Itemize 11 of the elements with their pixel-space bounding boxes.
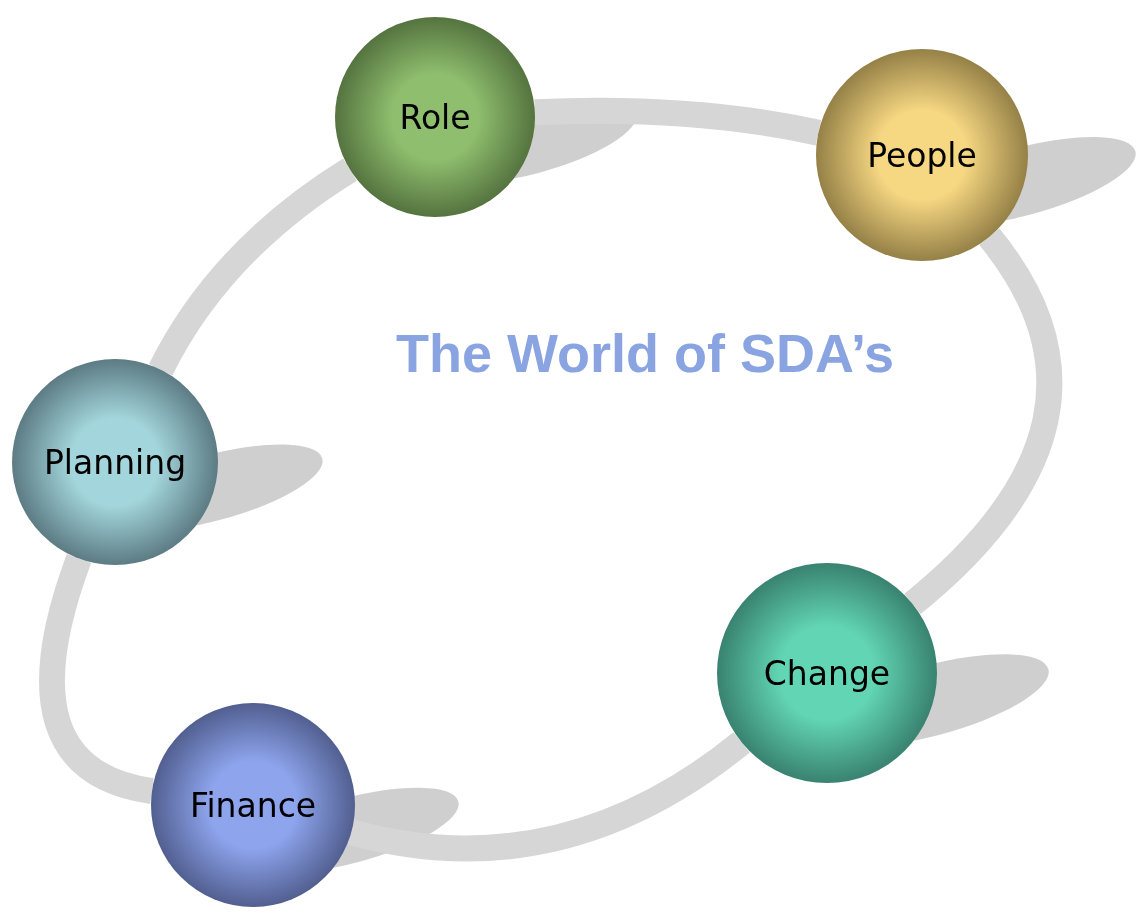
ring-segment xyxy=(534,97,821,146)
sphere-label: People xyxy=(867,135,977,175)
ring-segment xyxy=(149,158,357,376)
sphere-label: Planning xyxy=(43,442,187,482)
ring-segment xyxy=(39,554,155,804)
sphere-label: Finance xyxy=(189,785,317,825)
sphere-label: Change xyxy=(763,653,891,693)
ring-segment xyxy=(348,732,750,862)
diagram-title: The World of SDA’s xyxy=(395,322,895,384)
sphere-label: Role xyxy=(399,97,471,137)
ring-segment xyxy=(904,229,1063,614)
